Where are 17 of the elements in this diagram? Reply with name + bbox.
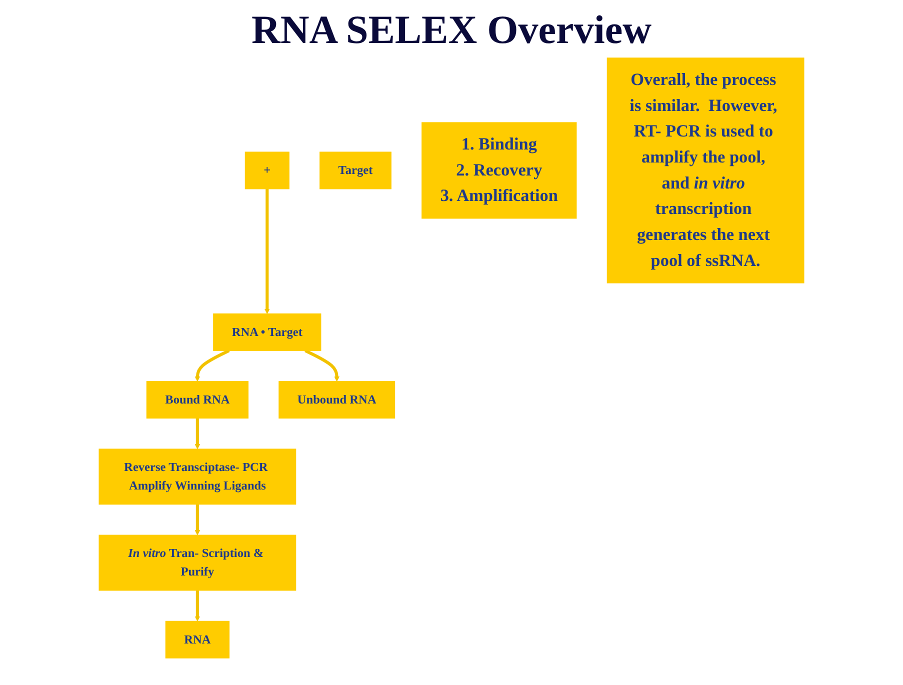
diagram-title: RNA SELEX Overview xyxy=(250,6,652,53)
node-box: + xyxy=(244,152,290,190)
arrow xyxy=(304,349,340,382)
arrow xyxy=(194,504,200,536)
arrow xyxy=(194,590,200,622)
node-box: In vitro Tran- Scription & Purify xyxy=(98,534,296,591)
node-box: RNA xyxy=(165,620,230,658)
node-box: Unbound RNA xyxy=(278,381,396,419)
node-box: RNA • Target xyxy=(213,313,322,351)
arrow xyxy=(194,349,230,382)
arrow xyxy=(194,418,200,450)
arrow xyxy=(264,188,270,314)
node-box: Overall, the process is similar. However, RT- PCR is used to amplify the pool, and in vitro transcription generates the next pool of ssRNA. xyxy=(606,58,804,284)
node-box: Reverse Transciptase- PCR Amplify Winning Ligands xyxy=(98,448,296,505)
node-box: 1. Binding 2. Recovery 3. Amplification xyxy=(422,122,577,219)
node-box: Bound RNA xyxy=(146,381,248,419)
node-box: Target xyxy=(320,152,392,190)
